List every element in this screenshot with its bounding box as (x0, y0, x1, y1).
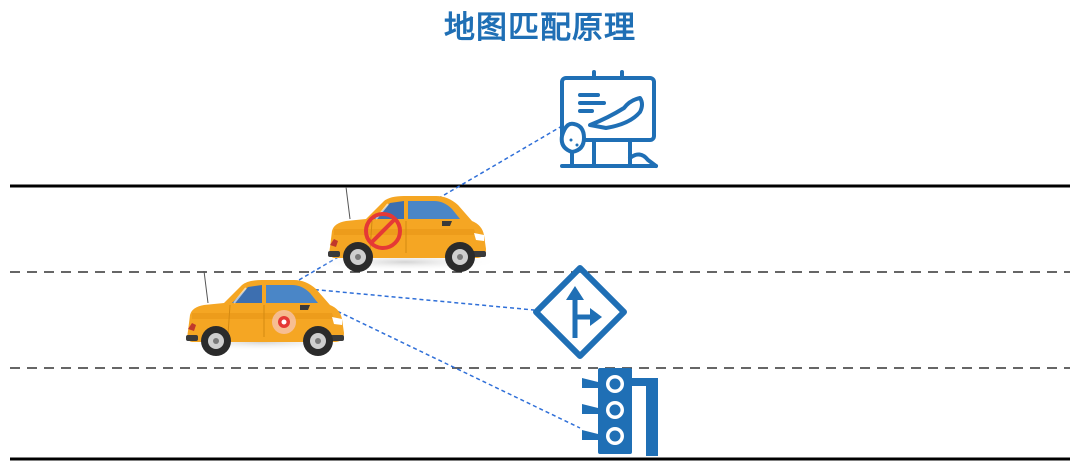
billboard-icon (559, 70, 658, 168)
traffic-light-icon (582, 368, 658, 456)
car-upper (310, 186, 500, 273)
diagram-title: 地图匹配原理 (444, 10, 636, 46)
link-to-direction-sign (286, 286, 535, 311)
direction-sign-icon (533, 265, 627, 359)
matching-links (286, 125, 581, 429)
link-to-traffic-light (286, 286, 581, 429)
location-marker-icon (272, 310, 296, 334)
prohibited-icon (364, 212, 402, 250)
car-lower (170, 270, 354, 357)
